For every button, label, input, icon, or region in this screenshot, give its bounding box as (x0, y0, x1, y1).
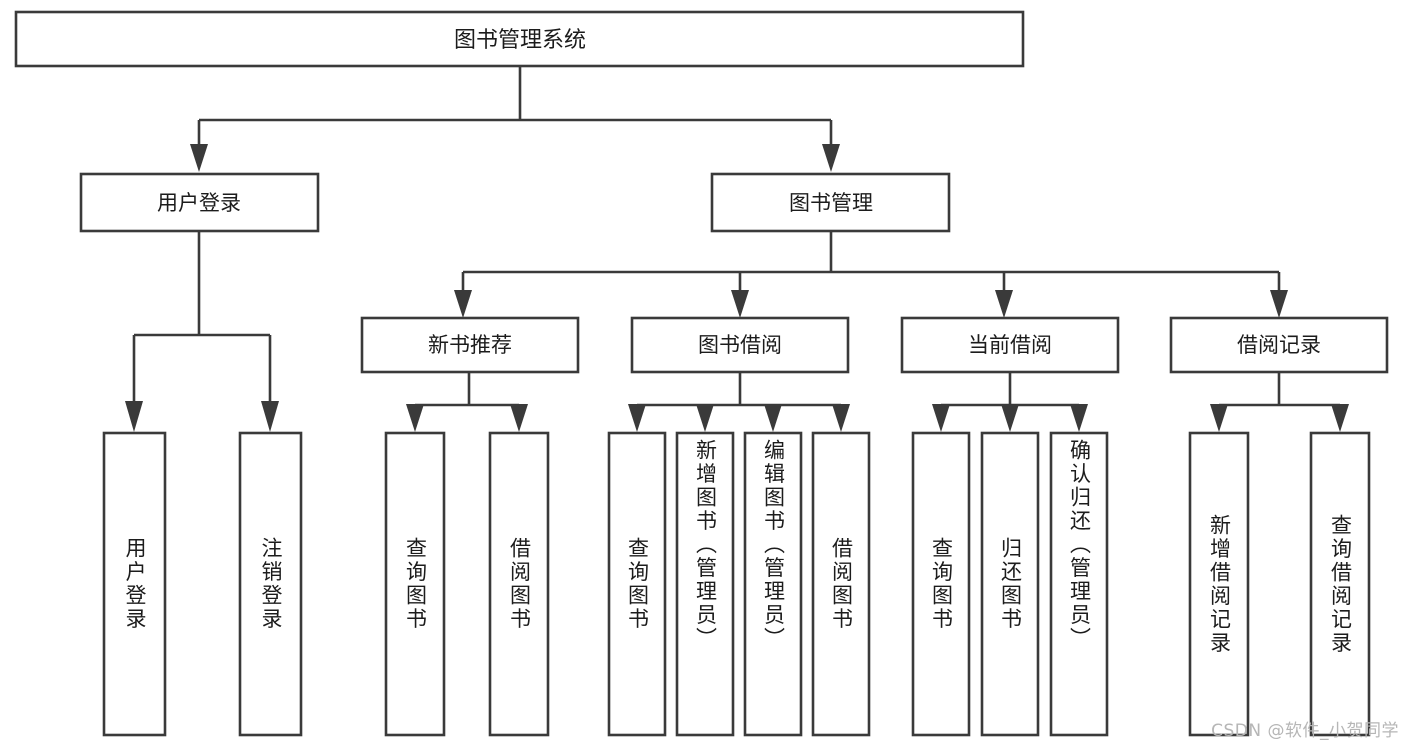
arrow-head-leaf-add-record (1210, 404, 1228, 432)
connector-group-new-book-recommend (406, 372, 528, 432)
arrow-head-new-book-recommend (454, 290, 472, 318)
leaf-confirm-return-box[interactable] (1049, 431, 1109, 737)
arrow-head-leaf-borrow-book-2 (832, 404, 850, 432)
node-book-borrow[interactable]: 图书借阅 (630, 316, 850, 374)
node-current-borrow-label: 当前借阅 (968, 333, 1052, 357)
arrow-head-book-manage (822, 144, 840, 172)
node-current-borrow-box[interactable] (900, 316, 1120, 374)
leaf-query-record-box[interactable] (1309, 431, 1371, 737)
node-user-login-label: 用户登录 (157, 191, 241, 215)
arrow-head-leaf-query-book-3 (932, 404, 950, 432)
leaf-add-record-box[interactable] (1188, 431, 1250, 737)
arrow-head-book-borrow (731, 290, 749, 318)
leaf-edit-book-box[interactable] (743, 431, 803, 737)
connector-group-book-borrow (628, 372, 850, 432)
node-root[interactable]: 图书管理系统 (14, 10, 1025, 68)
node-new-book-recommend-label: 新书推荐 (428, 333, 512, 357)
node-user-login-box[interactable] (79, 172, 320, 233)
connector-group-root (190, 66, 840, 172)
leaf-user-login-box[interactable] (102, 431, 167, 737)
node-new-book-recommend-box[interactable] (360, 316, 580, 374)
leaf-return-book-box[interactable] (980, 431, 1040, 737)
arrow-head-leaf-query-book-1 (406, 404, 424, 432)
connector-group-book-manage (454, 231, 1288, 318)
node-user-login[interactable]: 用户登录 (79, 172, 320, 233)
node-book-borrow-label: 图书借阅 (698, 333, 782, 357)
arrow-head-leaf-borrow-book-1 (510, 404, 528, 432)
node-borrow-record-box[interactable] (1169, 316, 1389, 374)
arrow-head-leaf-query-book-2 (628, 404, 646, 432)
arrow-head-user-login (190, 144, 208, 172)
leaf-add-book-box[interactable] (675, 431, 735, 737)
arrow-head-leaf-confirm-return (1070, 404, 1088, 432)
arrow-head-current-borrow (995, 290, 1013, 318)
leaf-query-book-1-box[interactable] (384, 431, 446, 737)
node-root-label: 图书管理系统 (454, 28, 586, 53)
leaf-logout-box[interactable] (238, 431, 303, 737)
node-root-box[interactable] (14, 10, 1025, 68)
arrow-head-leaf-edit-book (764, 404, 782, 432)
node-book-manage-box[interactable] (710, 172, 951, 233)
connector-group-borrow-record (1210, 372, 1349, 432)
arrow-head-leaf-user-login (125, 401, 143, 432)
leaf-query-book-2-box[interactable] (607, 431, 667, 737)
connector-group-user-login (125, 231, 279, 432)
node-new-book-recommend[interactable]: 新书推荐 (360, 316, 580, 374)
node-book-manage-label: 图书管理 (789, 191, 873, 215)
leaf-borrow-book-1-box[interactable] (488, 431, 550, 737)
connector-group-current-borrow (932, 372, 1088, 432)
arrow-head-leaf-logout (261, 401, 279, 432)
leaf-query-book-3-box[interactable] (911, 431, 971, 737)
arrow-head-borrow-record (1270, 290, 1288, 318)
leaf-boxes (102, 431, 1371, 737)
node-borrow-record-label: 借阅记录 (1237, 333, 1321, 357)
arrow-head-leaf-return-book (1001, 404, 1019, 432)
arrow-head-leaf-query-record (1331, 404, 1349, 432)
watermark: CSDN @软件_小贺同学 (1211, 721, 1399, 741)
node-book-borrow-box[interactable] (630, 316, 850, 374)
node-borrow-record[interactable]: 借阅记录 (1169, 316, 1389, 374)
node-book-manage[interactable]: 图书管理 (710, 172, 951, 233)
arrow-head-leaf-add-book (696, 404, 714, 432)
leaf-borrow-book-2-box[interactable] (811, 431, 871, 737)
node-current-borrow[interactable]: 当前借阅 (900, 316, 1120, 374)
